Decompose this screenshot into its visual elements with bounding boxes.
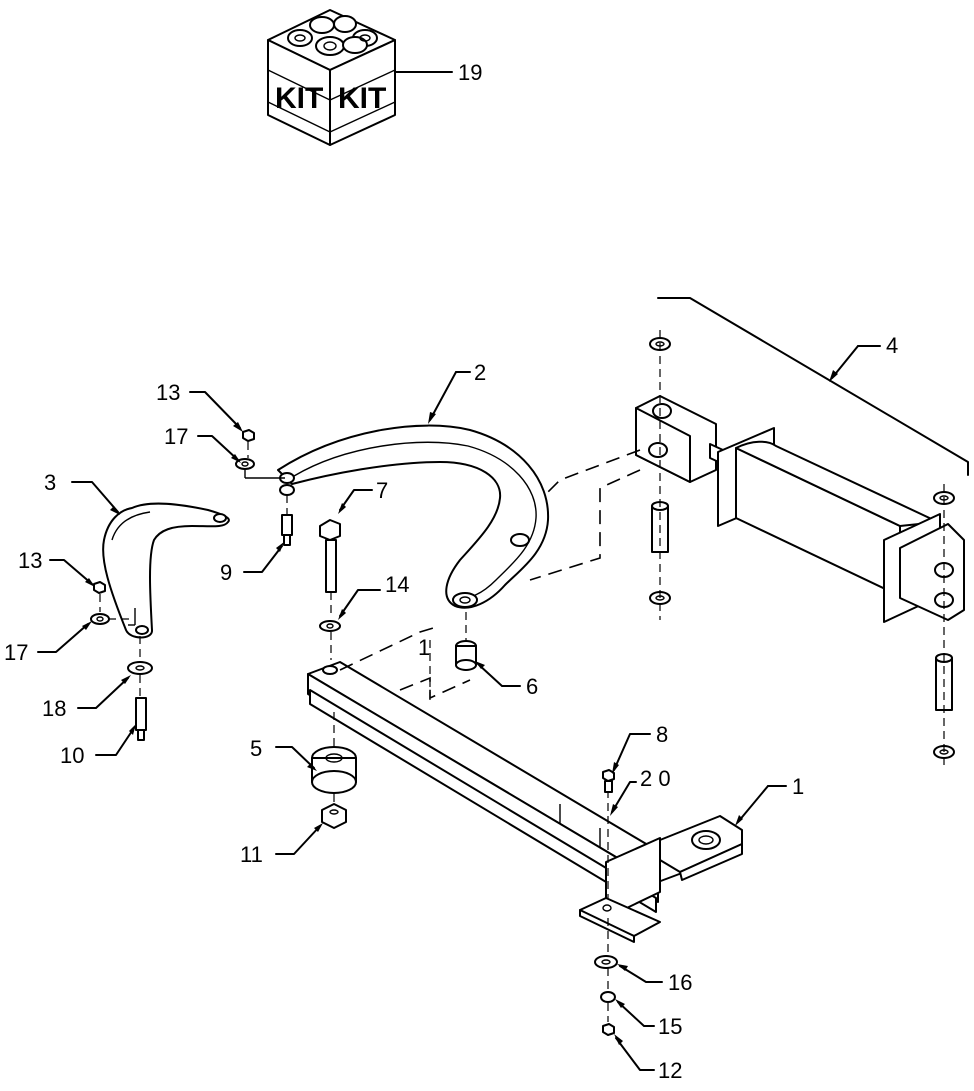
label-8: 8 xyxy=(656,722,668,747)
label-10: 10 xyxy=(60,743,84,768)
label-13-left: 13 xyxy=(18,548,42,573)
kit-box: KIT KIT xyxy=(267,9,396,146)
label-5: 5 xyxy=(250,736,262,761)
bushing-5-nut-11 xyxy=(311,712,357,829)
bushing-6 xyxy=(455,612,477,671)
label-14: 14 xyxy=(385,572,409,597)
label-15: 15 xyxy=(658,1014,682,1039)
label-4: 4 xyxy=(886,333,898,358)
kit-fittings xyxy=(287,15,378,56)
label-17-upper: 17 xyxy=(164,424,188,449)
main-bar xyxy=(307,661,743,943)
hydraulic-cylinder xyxy=(635,297,969,770)
label-12: 12 xyxy=(658,1058,682,1083)
label-13-upper: 13 xyxy=(156,380,180,405)
label-ref-1: 1 xyxy=(418,635,430,660)
washer-18-bolt-10 xyxy=(127,636,153,741)
label-1: 1 xyxy=(792,774,804,799)
label-16: 16 xyxy=(668,970,692,995)
label-6: 6 xyxy=(526,674,538,699)
label-19: 19 xyxy=(458,60,482,85)
arc-arm xyxy=(277,424,550,609)
hardware-upper xyxy=(235,429,255,470)
lever-3 xyxy=(102,502,230,639)
hardware-left xyxy=(90,581,130,625)
label-7: 7 xyxy=(376,478,388,503)
label-9: 9 xyxy=(220,560,232,585)
bolt-8 xyxy=(602,769,615,793)
kit-text-right: KIT xyxy=(338,82,386,115)
label-18: 18 xyxy=(42,696,66,721)
label-11: 11 xyxy=(240,842,263,867)
label-17-left: 17 xyxy=(4,640,28,665)
label-3: 3 xyxy=(44,470,56,495)
kit-text-left: KIT xyxy=(275,82,323,115)
label-2: 2 xyxy=(474,360,486,385)
bolt-9 xyxy=(281,495,293,546)
label-20: 2 0 xyxy=(640,766,671,791)
bolt-7 xyxy=(319,519,341,660)
hardware-bottom xyxy=(594,918,618,1036)
